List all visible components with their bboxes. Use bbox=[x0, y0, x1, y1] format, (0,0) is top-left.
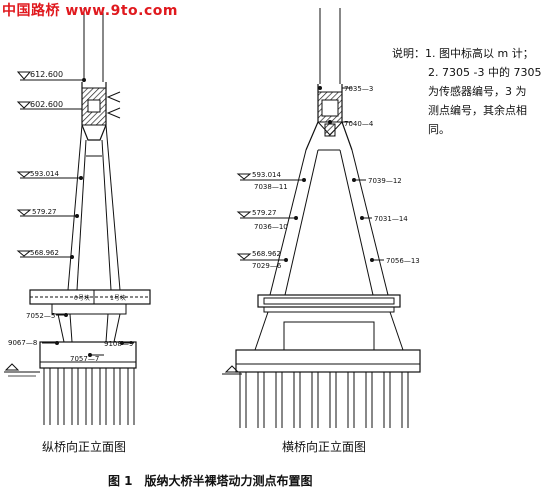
left-text: 612.600 602.600 593.014 579.27 568.962 0… bbox=[8, 70, 133, 363]
note-line-5: 同。 bbox=[428, 123, 450, 136]
right-elev-1: 593.014 bbox=[252, 171, 281, 179]
figure-title: 图 1 版纳大桥半裸塔动力测点布置图 bbox=[108, 474, 313, 488]
note-line-4: 测点编号，其余点相 bbox=[428, 104, 527, 117]
right-point-7035-3: 7035—3 bbox=[344, 85, 373, 93]
left-elevation-view bbox=[4, 8, 151, 425]
left-point-7052-5: 7052—5 bbox=[26, 312, 55, 320]
right-view-caption: 横桥向正立面图 bbox=[282, 440, 367, 454]
left-point-7057-7: 7057—7 bbox=[70, 355, 99, 363]
note-line-2: 2. 7305 -3 中的 7305 bbox=[428, 66, 542, 79]
watermark: 中国路桥 www.9to.com bbox=[2, 0, 178, 20]
right-elev-2: 579.27 bbox=[252, 209, 277, 217]
watermark-text: 中国路桥 www.9to.com bbox=[2, 3, 178, 19]
left-elev-2: 602.600 bbox=[30, 100, 63, 109]
right-text: 7035—3 7040—4 593.014 7038—11 7039—12 57… bbox=[252, 85, 420, 270]
note-line-1: 说明：1. 图中标高以 m 计； bbox=[392, 47, 534, 60]
right-point-7036-10: 7036—10 bbox=[254, 223, 288, 231]
left-view-caption: 纵桥向正立面图 bbox=[42, 440, 127, 454]
left-elev-1: 612.600 bbox=[30, 70, 63, 79]
left-point-9108-9: 9108—9 bbox=[104, 340, 133, 348]
right-point-7039-12: 7039—12 bbox=[368, 177, 402, 185]
note-line-3: 为传感器编号，3 为 bbox=[428, 85, 527, 98]
left-point-9067-8: 9067—8 bbox=[8, 339, 37, 347]
right-elevation-view bbox=[222, 8, 421, 428]
right-point-7056-13: 7056—13 bbox=[386, 257, 420, 265]
left-elev-4: 579.27 bbox=[32, 208, 57, 216]
girder-label-1: 1号块 bbox=[110, 294, 126, 302]
right-point-7038-11: 7038—11 bbox=[254, 183, 288, 191]
right-point-7040-4: 7040—4 bbox=[344, 120, 374, 128]
right-elev-3: 568.962 bbox=[252, 250, 281, 258]
notes-block: 说明：1. 图中标高以 m 计； 2. 7305 -3 中的 7305 为传感器… bbox=[392, 44, 541, 139]
right-point-7029-6: 7029—6 bbox=[252, 262, 282, 270]
right-point-7031-14: 7031—14 bbox=[374, 215, 408, 223]
left-elev-3: 593.014 bbox=[30, 170, 59, 178]
girder-label-0: 0号块 bbox=[74, 294, 90, 302]
left-elev-5: 568.962 bbox=[30, 249, 59, 257]
